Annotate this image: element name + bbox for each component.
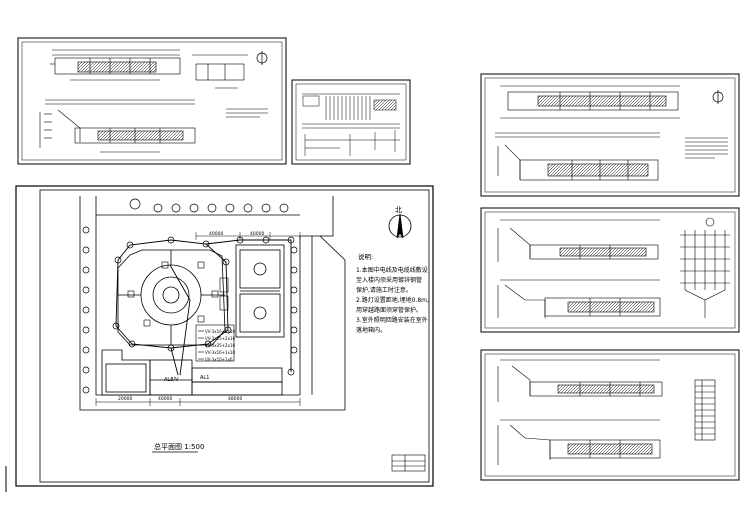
- dimension-label-4: 40000: [209, 231, 223, 237]
- notes-block: [685, 137, 728, 159]
- north-arrow-icon: [712, 90, 724, 104]
- load-schedule-table: [694, 379, 716, 441]
- notes-heading: 说明:: [358, 252, 373, 261]
- site-plan-title: 总平面图 1:500: [154, 442, 204, 451]
- riser-diagram: [680, 217, 730, 318]
- note-line-7: 落地箱内。: [356, 326, 386, 334]
- panel-floor-plans-top-left: [17, 37, 287, 165]
- note-line-1: 1.本图中电线及电缆线敷设: [356, 266, 428, 274]
- building-block: [101, 349, 283, 396]
- panel-distribution-diagram: [291, 79, 411, 165]
- note-line-5: 用穿越路面须穿管保护。: [356, 306, 422, 314]
- note-line-4: 2.路灯设置距地,埋地0.8m,: [356, 296, 429, 304]
- floor-plan-lower: [39, 99, 196, 153]
- notes-block: [226, 108, 268, 118]
- building-label-al1: AL1: [200, 375, 209, 381]
- dimension-line-bottom: [95, 398, 301, 406]
- title-block: [391, 454, 426, 472]
- legend-item-3: VV-3x35+2x16: [205, 343, 235, 348]
- floor-plan-small: [192, 54, 248, 89]
- legend-item-5: VV-3x10+1x6: [205, 357, 233, 362]
- compass-icon: [388, 213, 412, 239]
- note-line-3: 保护,请施工时注意。: [356, 286, 412, 294]
- dimension-label-3: 48000: [228, 396, 242, 402]
- building-label-al8: AL8/V: [164, 377, 179, 383]
- note-line-2: 至入楼内须采用镀锌钢管: [356, 276, 422, 284]
- dimension-label-5: 40000: [250, 231, 264, 237]
- north-arrow-icon: [256, 51, 268, 65]
- dimension-label-1: 20000: [118, 396, 132, 402]
- cable-run: [115, 239, 292, 376]
- panel-floor-plans-right-middle: [480, 207, 740, 333]
- dimension-label-2: 40000: [158, 396, 172, 402]
- legend-item-2: VV-3x25+2x16: [205, 336, 235, 341]
- panel-floor-plans-right-top: [480, 73, 740, 197]
- cable-legend: [195, 324, 235, 362]
- legend-item-1: VV-3x16+2x10: [205, 329, 235, 334]
- panel-site-plan: VV-3x16+2x10 VV-3x25+2x16 VV-3x35+2x16 V…: [15, 185, 434, 487]
- junction-box-icon: [127, 261, 229, 327]
- floor-plan-upper: [50, 49, 181, 81]
- basketball-court: [235, 244, 285, 338]
- dimension-line-top: [195, 232, 301, 240]
- north-label: 北: [395, 206, 402, 214]
- central-plaza: [117, 249, 226, 346]
- street-lamp-icon: [112, 236, 295, 376]
- legend-item-4: VV-3x16+1x10: [205, 350, 235, 355]
- panel-floor-plans-right-bottom: [480, 349, 740, 481]
- note-line-6: 3.室外照明回路安装在室外: [356, 316, 428, 324]
- site-boundary-roads: [79, 196, 346, 411]
